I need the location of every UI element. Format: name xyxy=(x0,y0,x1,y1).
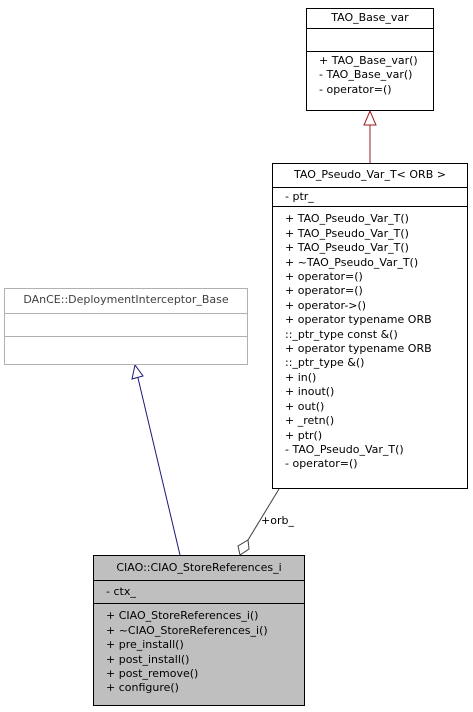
association-edge-orb xyxy=(247,488,280,541)
attributes-section: - ctx_ xyxy=(94,580,304,603)
methods-section: + TAO_Base_var() - TAO_Base_var() - oper… xyxy=(307,51,433,99)
inheritance-arrowhead-pseudo-to-base xyxy=(363,109,377,126)
method-item: + TAO_Base_var() xyxy=(319,54,418,67)
methods-section xyxy=(5,336,247,359)
method-item: + operator=() xyxy=(285,284,363,298)
method-item: + TAO_Pseudo_Var_T() xyxy=(285,241,409,255)
class-name: TAO_Pseudo_Var_T< ORB > xyxy=(294,168,446,181)
class-name: TAO_Base_var xyxy=(331,11,409,24)
method-item: ::_ptr_type &() xyxy=(285,356,365,370)
method-item: - operator=() xyxy=(319,82,392,96)
inheritance-edge-store-to-interceptor xyxy=(137,377,181,556)
class-box-deployment-interceptor-base[interactable]: DAnCE::DeploymentInterceptor_Base xyxy=(4,288,248,365)
attributes-section: - ptr_ xyxy=(273,187,467,206)
class-box-tao-pseudo-var-t[interactable]: TAO_Pseudo_Var_T< ORB > - ptr_ + TAO_Pse… xyxy=(272,163,468,489)
method-item: + inout() xyxy=(285,385,335,399)
method-item: ::_ptr_type const &() xyxy=(285,327,398,341)
method-item: + TAO_Pseudo_Var_T() xyxy=(285,226,409,240)
class-name: CIAO::CIAO_StoreReferences_i xyxy=(116,561,282,574)
aggregation-diamond xyxy=(237,539,250,556)
method-item: + CIAO_StoreReferences_i() xyxy=(106,609,259,623)
method-item: + post_install() xyxy=(106,652,190,666)
method-item: + _retn() xyxy=(285,414,335,428)
method-item: + in() xyxy=(285,370,317,384)
class-box-tao-base-var[interactable]: TAO_Base_var + TAO_Base_var() - TAO_Base… xyxy=(306,8,434,111)
attribute-item: - ctx_ xyxy=(106,585,136,598)
class-box-ciao-store-references-i[interactable]: CIAO::CIAO_StoreReferences_i - ctx_ + CI… xyxy=(93,555,305,706)
methods-section: + CIAO_StoreReferences_i() + ~CIAO_Store… xyxy=(94,603,304,697)
method-item: + ~CIAO_StoreReferences_i() xyxy=(106,623,268,637)
method-item: + out() xyxy=(285,399,325,413)
method-item: - operator=() xyxy=(285,457,358,471)
method-item: + pre_install() xyxy=(106,638,184,652)
method-item: - TAO_Base_var() xyxy=(319,68,413,82)
class-name: DAnCE::DeploymentInterceptor_Base xyxy=(23,293,229,306)
method-item: + operator=() xyxy=(285,270,363,284)
method-item: + operator->() xyxy=(285,298,367,312)
attribute-item: - ptr_ xyxy=(285,190,314,203)
attributes-section xyxy=(5,313,247,336)
method-item: - TAO_Pseudo_Var_T() xyxy=(285,442,404,456)
method-item: + ~TAO_Pseudo_Var_T() xyxy=(285,255,419,269)
method-item: + operator typename ORB xyxy=(285,342,432,356)
attributes-section xyxy=(307,28,433,51)
inheritance-arrowhead-store-to-interceptor xyxy=(131,363,144,380)
method-item: + ptr() xyxy=(285,428,323,442)
method-item: + configure() xyxy=(106,681,179,695)
methods-section: + TAO_Pseudo_Var_T() + TAO_Pseudo_Var_T(… xyxy=(273,206,467,473)
method-item: + TAO_Pseudo_Var_T() xyxy=(285,212,409,226)
method-item: + post_remove() xyxy=(106,667,199,681)
method-item: + operator typename ORB xyxy=(285,313,432,327)
association-label-orb: +orb_ xyxy=(261,514,294,527)
